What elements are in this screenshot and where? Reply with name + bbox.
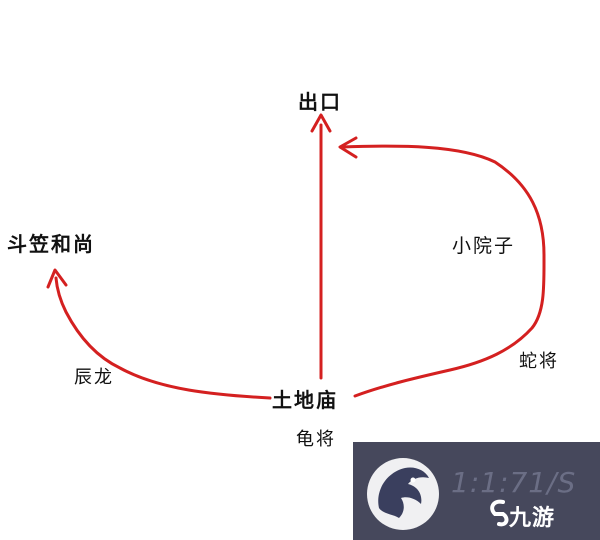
edge-label-chenlong: 辰龙 <box>74 367 114 388</box>
fox-logo-icon <box>367 458 509 530</box>
node-temple: 土地庙 <box>272 388 338 412</box>
edge-label-snake-general: 蛇将 <box>519 351 559 372</box>
node-courtyard: 小院子 <box>452 235 516 257</box>
watermark-brand: 九游 <box>509 506 556 531</box>
node-monk: 斗笠和尚 <box>7 232 95 256</box>
route-temple-to-monk <box>54 276 272 400</box>
arrowhead-monk <box>46 268 68 289</box>
watermark: 1:1:71/S 九游 <box>353 442 600 540</box>
watermark-ghost-text: 1:1:71/S <box>451 466 577 499</box>
route-temple-to-exit-via-courtyard <box>340 144 546 398</box>
arrowhead-exit <box>310 113 332 133</box>
arrowhead-courtyard-exit <box>338 136 358 159</box>
edge-label-turtle-general: 龟将 <box>296 429 336 450</box>
node-exit: 出口 <box>298 90 342 114</box>
